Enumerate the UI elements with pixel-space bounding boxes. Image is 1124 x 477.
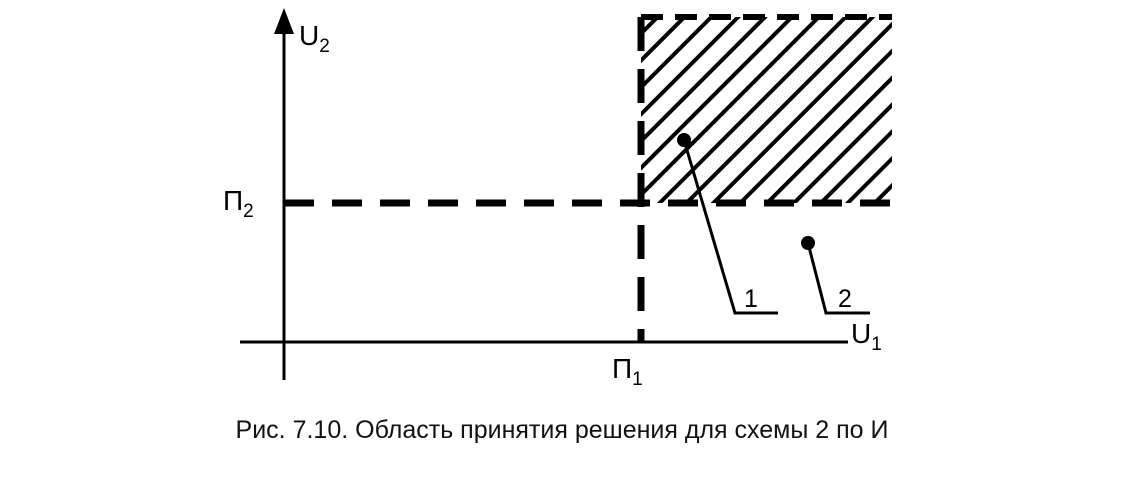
x-axis-label: U1 [851,318,882,355]
y-axis-label: U2 [299,20,330,57]
threshold-label-p2: П2 [223,185,254,222]
figure-caption: Рис. 7.10. Область принятия решения для … [235,416,889,444]
callout-1-label: 1 [744,285,758,313]
callout-1-leader [682,139,778,315]
callout-2-label: 2 [838,285,852,313]
y-axis-arrowhead [274,8,294,34]
callout-2-leader [806,242,870,315]
hatched-acceptance-region [641,17,892,203]
threshold-label-p1: П1 [612,353,643,390]
callout-2: 2 [801,236,870,315]
callout-1: 1 [677,133,778,315]
